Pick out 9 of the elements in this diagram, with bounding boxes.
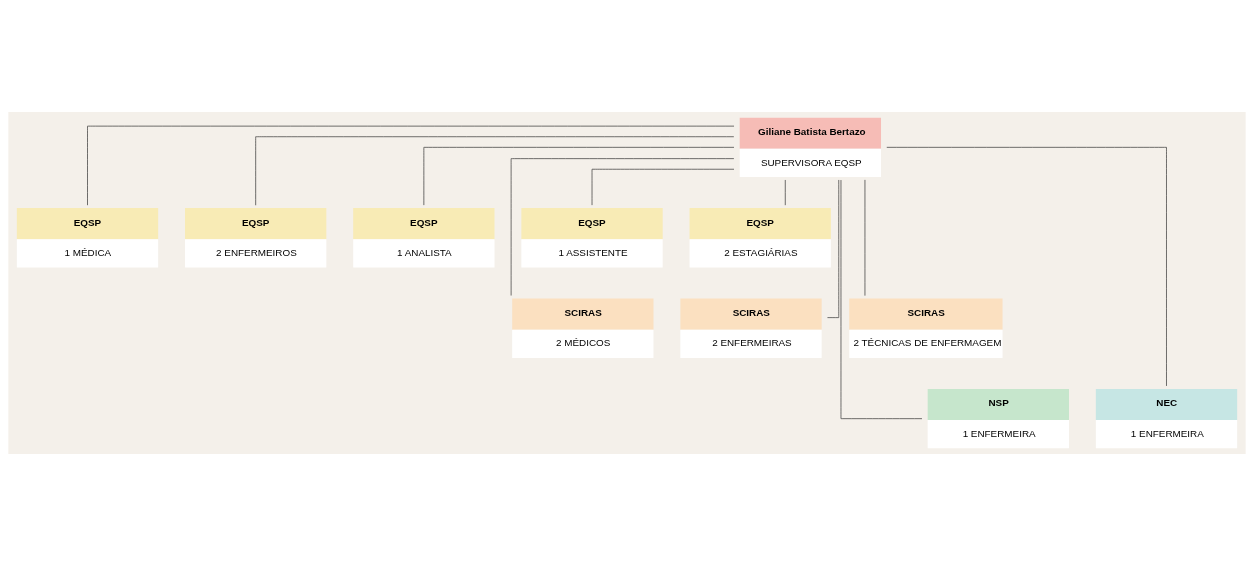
- connector: [840, 179, 923, 419]
- connector: [87, 125, 735, 206]
- connector: [510, 157, 735, 296]
- connector: [255, 135, 735, 206]
- connector: [784, 179, 786, 206]
- connector: [591, 168, 735, 205]
- connector: [886, 146, 1167, 386]
- connector: [827, 179, 840, 318]
- connector: [423, 146, 735, 205]
